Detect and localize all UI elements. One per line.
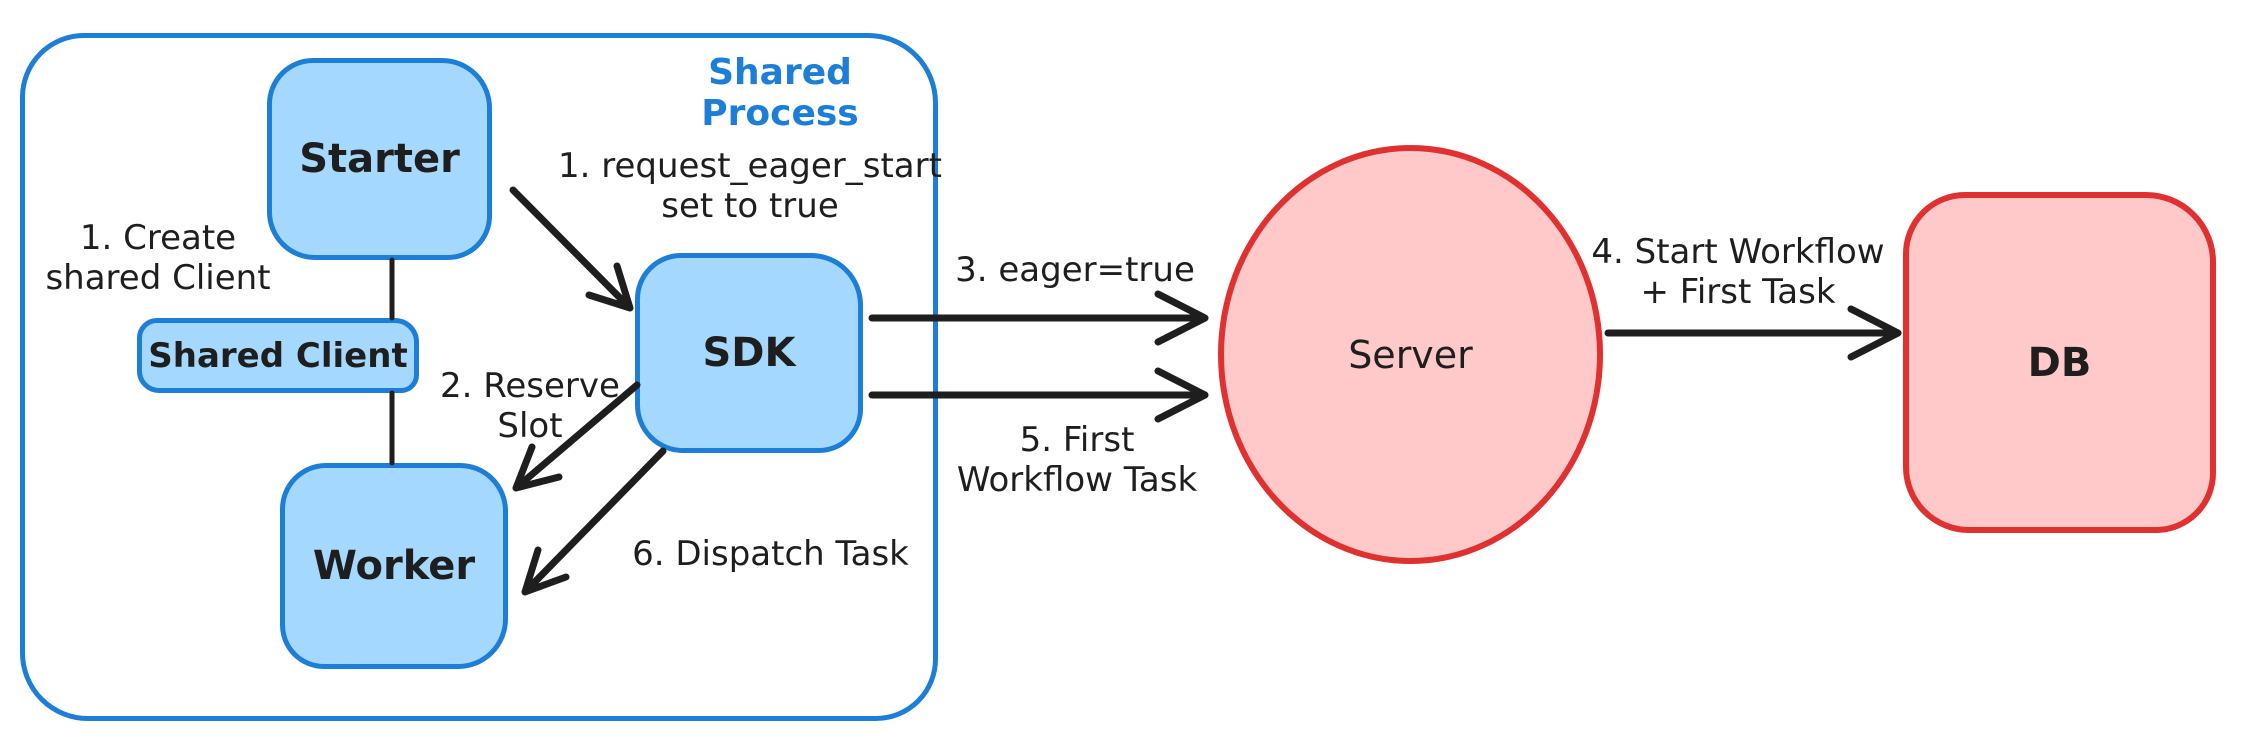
note-reserve-slot: 2. Reserve Slot xyxy=(440,366,620,447)
note-first-workflow-task: 5. First Workflow Task xyxy=(956,420,1198,501)
shared-process-label: Shared Process xyxy=(701,52,859,134)
note-create-shared-client: 1. Create shared Client xyxy=(45,218,271,299)
note-start-workflow: 4. Start Workflow + First Task xyxy=(1591,232,1885,313)
note-request-eager-start: 1. request_eager_start set to true xyxy=(558,146,942,227)
node-shared-client: Shared Client xyxy=(137,318,419,393)
node-sdk: SDK xyxy=(635,253,863,453)
node-starter: Starter xyxy=(267,58,492,260)
node-db: DB xyxy=(1903,192,2216,533)
arrow-start-workflow xyxy=(1604,305,1902,361)
note-dispatch-task: 6. Dispatch Task xyxy=(632,534,909,574)
note-eager-true: 3. eager=true xyxy=(955,250,1195,290)
node-worker: Worker xyxy=(280,463,508,669)
node-server: Server xyxy=(1218,145,1603,564)
